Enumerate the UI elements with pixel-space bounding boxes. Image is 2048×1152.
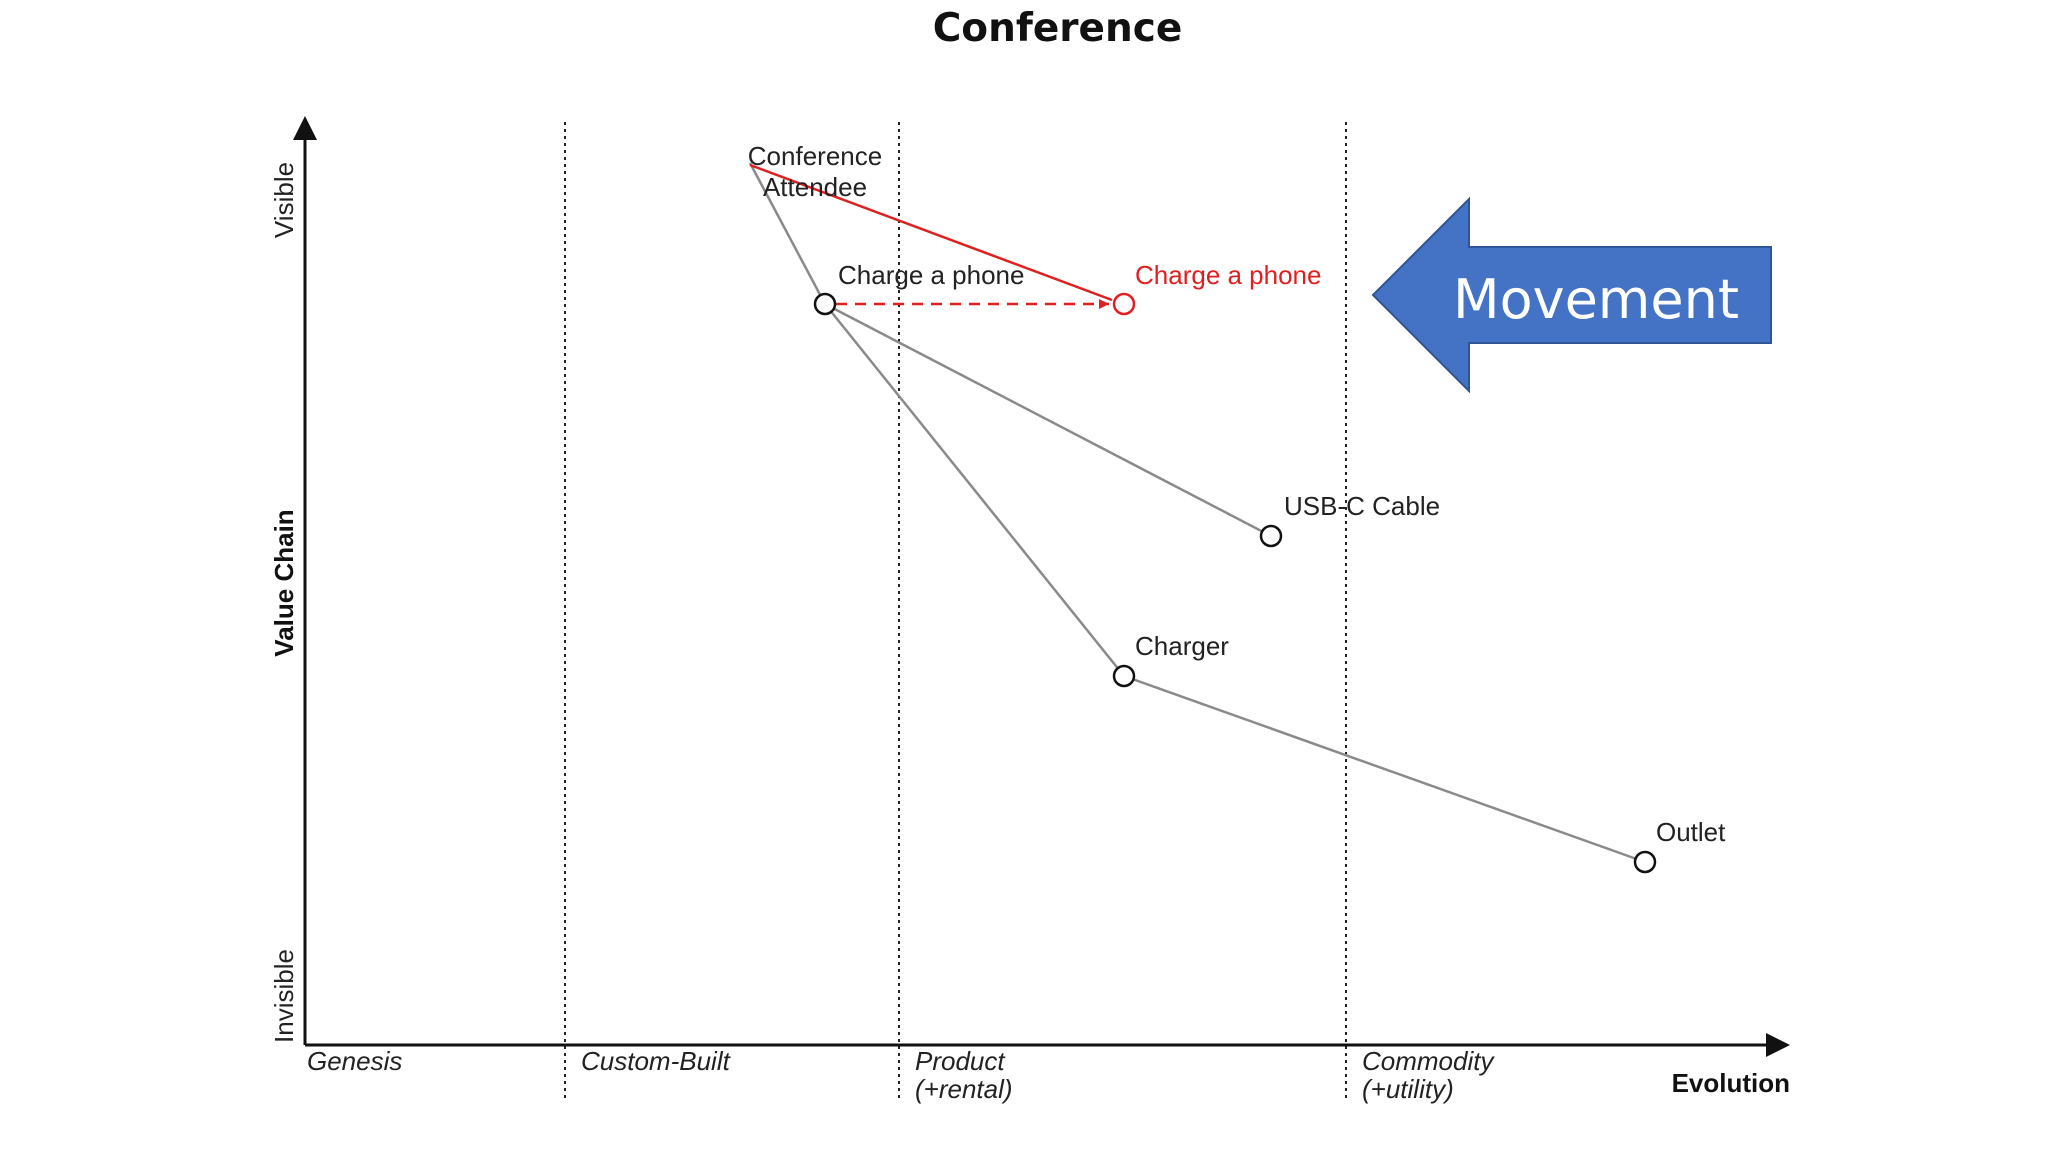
- node-charge-a-phone-future[interactable]: [1112, 292, 1136, 316]
- node-outlet[interactable]: [1633, 850, 1657, 874]
- label-usb-c-cable: USB-C Cable: [1284, 491, 1440, 521]
- link-attendee-charge: [748, 162, 827, 305]
- stage-label-genesis: Genesis: [307, 1046, 402, 1076]
- label-charger: Charger: [1135, 631, 1229, 661]
- link-charger-outlet: [1123, 674, 1646, 864]
- node-charge-a-phone[interactable]: [813, 292, 837, 316]
- stage-label-custom-built: Custom-Built: [581, 1046, 732, 1076]
- movement-label: Movement: [1453, 268, 1739, 331]
- link-charge-usbc: [824, 302, 1272, 538]
- label-charge-a-phone-future: Charge a phone: [1135, 260, 1321, 290]
- y-axis-top-label: Visible: [269, 162, 299, 238]
- movement-arrow-callout: [1371, 196, 1772, 394]
- y-axis-arrowhead: [293, 116, 317, 140]
- node-usb-c-cable[interactable]: [1259, 524, 1283, 548]
- stage-label-commodity: Commodity(+utility): [1362, 1046, 1495, 1104]
- node-charger[interactable]: [1112, 664, 1136, 688]
- link-charge-charger: [824, 303, 1125, 677]
- stage-label-product: Product(+rental): [915, 1046, 1013, 1104]
- x-axis-label: Evolution: [1672, 1068, 1790, 1098]
- map-title: Conference: [932, 6, 1183, 51]
- x-axis-arrowhead: [1766, 1033, 1790, 1057]
- label-charge-a-phone: Charge a phone: [838, 260, 1024, 290]
- y-axis-label: Value Chain: [269, 509, 299, 656]
- label-outlet: Outlet: [1656, 817, 1726, 847]
- y-axis-bottom-label: Invisible: [269, 949, 299, 1043]
- link-attendee-charge-future: [749, 163, 1113, 302]
